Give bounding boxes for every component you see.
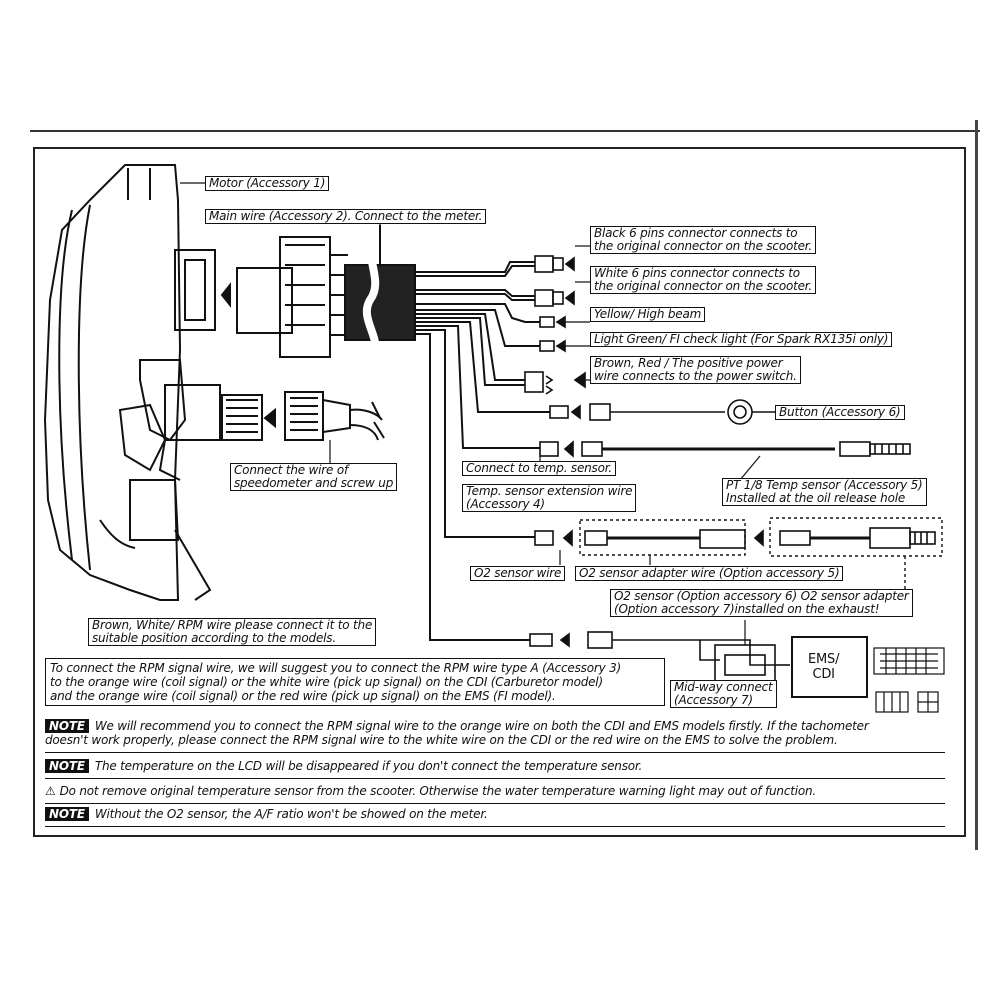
note-badge: NOTE <box>45 759 89 773</box>
rpm-wire-label: Brown, White/ RPM wire please connect it… <box>88 618 377 646</box>
brown-red-power-label: Brown, Red / The positive power wire con… <box>590 356 801 384</box>
motor-label: Motor (Accessory 1) <box>205 176 330 191</box>
yellow-high-beam-label: Yellow/ High beam <box>590 307 706 322</box>
wire-bundle-drawing <box>344 264 416 341</box>
o2-adapter-dashed-box <box>579 519 746 556</box>
ems-cdi-label: EMS/ CDI <box>808 652 840 682</box>
button-accessory-label: Button (Accessory 6) <box>775 405 905 420</box>
main-wire-plug-drawing <box>220 236 348 358</box>
o2-adapter-wire-label: O2 sensor adapter wire (Option accessory… <box>575 566 844 581</box>
o2-sensor-label: O2 sensor (Option accessory 6) O2 sensor… <box>610 589 913 617</box>
speedometer-connector-drawing <box>221 391 385 441</box>
page-top-rule <box>30 130 980 132</box>
meter-housing-drawing <box>43 164 221 601</box>
note-badge: NOTE <box>45 807 89 821</box>
leader-lines <box>180 182 761 645</box>
wire-harness-lines <box>415 261 550 641</box>
warning-triangle-icon: ⚠ <box>45 784 56 798</box>
connector-set <box>524 255 936 686</box>
note-badge: NOTE <box>45 719 89 733</box>
temp-sensor-connect-label: Connect to temp. sensor. <box>462 461 616 476</box>
o2-sensor-dashed-box <box>769 517 943 557</box>
note-warning-original-sensor: ⚠Do not remove original temperature sens… <box>45 784 945 804</box>
o2-sensor-wire-label: O2 sensor wire <box>470 566 566 581</box>
speedometer-label: Connect the wire of speedometer and scre… <box>230 463 398 491</box>
rpm-instructions-block: To connect the RPM signal wire, we will … <box>45 658 665 706</box>
page-side-rule <box>975 120 978 850</box>
black-6pin-label: Black 6 pins connector connects to the o… <box>590 226 817 254</box>
temp-extension-wire-label: Temp. sensor extension wire (Accessory 4… <box>462 484 637 512</box>
diagram-frame <box>33 147 966 837</box>
white-6pin-label: White 6 pins connector connects to the o… <box>590 266 817 294</box>
ems-cdi-box-drawing <box>791 636 868 698</box>
pt18-temp-sensor-label: PT 1/8 Temp sensor (Accessory 5) Install… <box>722 478 927 506</box>
midway-connect-label: Mid-way connect (Accessory 7) <box>670 680 777 708</box>
cdi-connector-drawing <box>873 647 945 713</box>
light-green-fi-label: Light Green/ FI check light (For Spark R… <box>590 332 893 347</box>
main-wire-label: Main wire (Accessory 2). Connect to the … <box>205 209 487 224</box>
